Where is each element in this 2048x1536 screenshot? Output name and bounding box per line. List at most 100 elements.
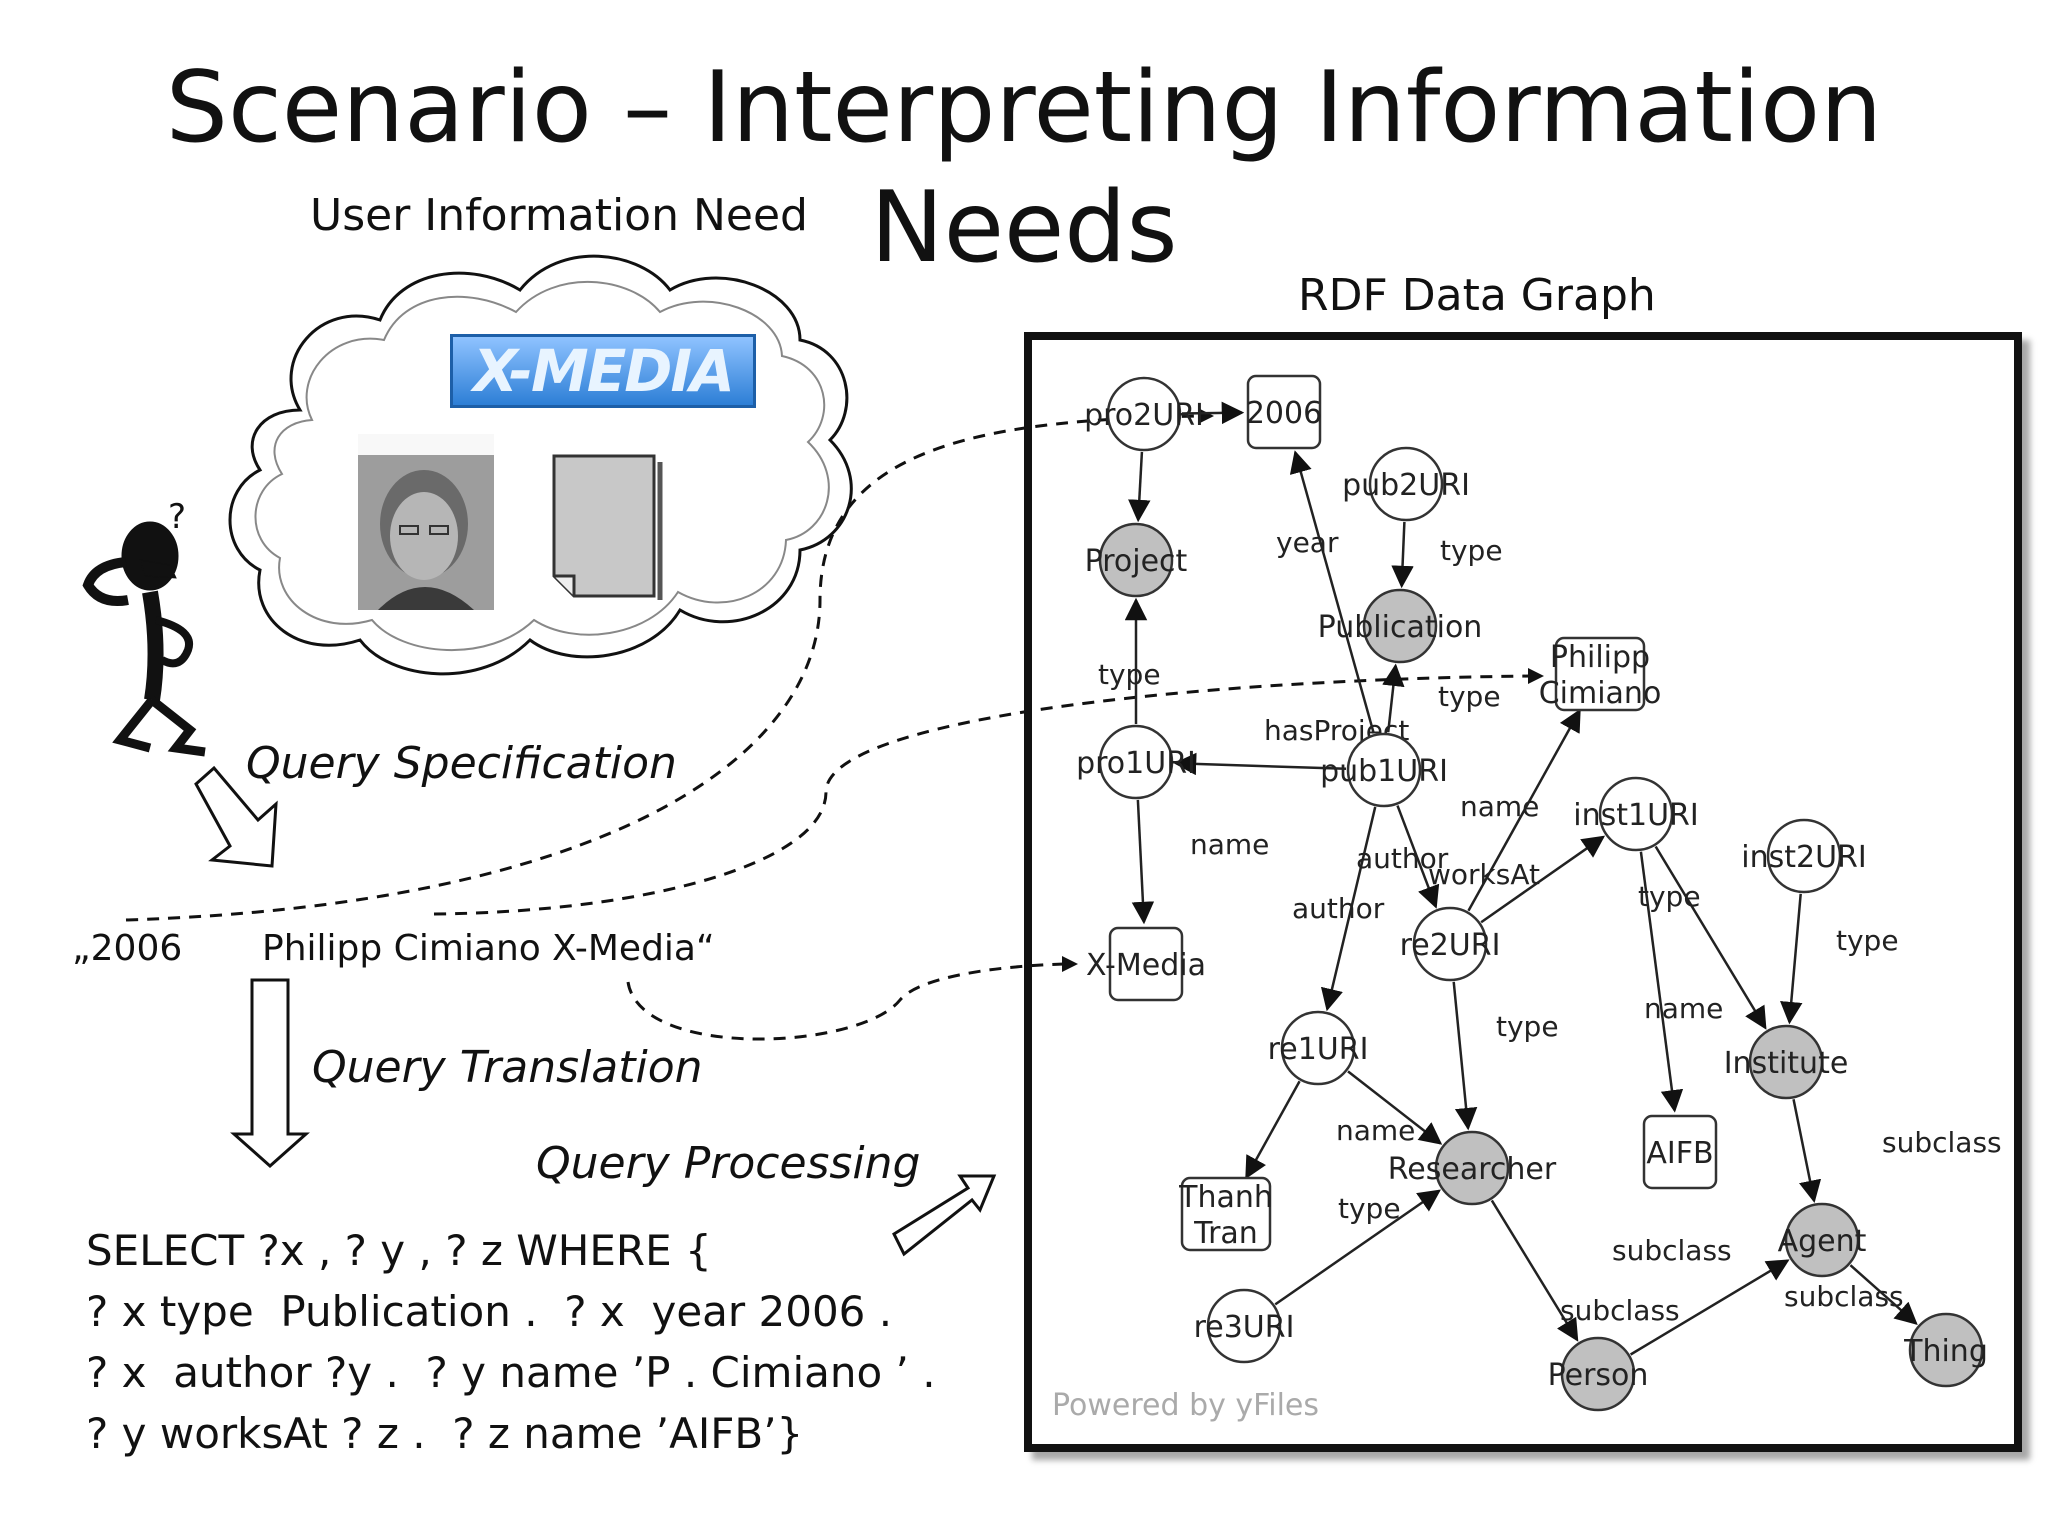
graph-node-pro2uri: pro2URI (1084, 376, 1204, 452)
graph-node-shape (1908, 1312, 1984, 1388)
graph-edge (1480, 835, 1606, 924)
graph-node-shape (1206, 1288, 1282, 1364)
graph-node-researcher: Researcher (1388, 1130, 1557, 1206)
graph-node-re3uri: re3URI (1194, 1288, 1294, 1364)
graph-edge (1849, 1264, 1918, 1325)
keyword-philipp-cimiano: Philipp Cimiano (262, 928, 541, 969)
graph-node-label: pub2URI (1342, 468, 1470, 503)
graph-node-shape (1180, 1176, 1272, 1252)
graph-edge (1629, 1259, 1790, 1356)
keyword-x-media: X-Media“ (552, 928, 715, 969)
graph-edge (1792, 1098, 1822, 1203)
person-photo (358, 434, 494, 610)
query-specification-arrow (194, 765, 278, 868)
keyword-mapping-lines (125, 414, 1531, 1041)
thinking-person-icon: ? (82, 497, 206, 757)
graph-edge-label: subclass (1882, 1126, 2002, 1159)
graph-edge-label: author (1356, 842, 1449, 875)
graph-node-institute: Institute (1724, 1024, 1849, 1100)
sparql-query: SELECT ?x , ? y , ? z WHERE { ? x type P… (86, 1220, 936, 1464)
graph-node-label: Philipp (1550, 640, 1650, 675)
graph-node-label: X-Media (1086, 948, 1206, 983)
graph-node-xmedia: X-Media (1086, 926, 1206, 1002)
rdf-graph-frame (1024, 332, 2022, 1452)
graph-node-pro1uri: pro1URI (1076, 724, 1196, 800)
graph-edge (1274, 1189, 1441, 1306)
graph-node-label: pro1URI (1076, 746, 1196, 781)
graph-node-publication: Publication (1318, 588, 1483, 664)
graph-node-label: Agent (1778, 1224, 1867, 1259)
graph-edge-label: name (1460, 790, 1539, 823)
graph-node-shape (1098, 522, 1174, 598)
query-translation-arrow (230, 978, 310, 1169)
graph-edge-label: year (1276, 526, 1339, 559)
graph-edge (1289, 450, 1375, 734)
graph-node-agent: Agent (1778, 1202, 1867, 1278)
graph-node-re1uri: re1URI (1268, 1010, 1369, 1086)
graph-edge-label: type (1836, 924, 1899, 957)
user-information-need-heading: User Information Need (310, 190, 808, 241)
graph-edge-label: type (1440, 534, 1503, 567)
graph-node-label: Person (1548, 1358, 1649, 1393)
graph-node-thing: Thing (1903, 1312, 1988, 1388)
graph-edge (1654, 845, 1767, 1030)
graph-node-shape (1748, 1024, 1824, 1100)
graph-edge-label: subclass (1560, 1294, 1680, 1327)
document-icon (552, 454, 663, 600)
sparql-line: ? y worksAt ? z . ? z name ’AIFB’} (86, 1409, 804, 1458)
graph-node-label: AIFB (1646, 1136, 1713, 1171)
graph-edge (1347, 1070, 1443, 1145)
graph-node-inst1uri: inst1URI (1573, 776, 1699, 852)
graph-node-shape (1554, 636, 1646, 712)
query-specification-label: Query Specification (246, 738, 677, 789)
graph-edge (1173, 752, 1347, 776)
graph-node-label: re2URI (1400, 928, 1501, 963)
graph-node-label: Researcher (1388, 1152, 1557, 1187)
graph-edge (1639, 851, 1684, 1113)
slide-title: Scenario – Interpreting Information Need… (165, 51, 1883, 285)
graph-edge-label: name (1190, 828, 1269, 861)
query-translation-label: Query Translation (312, 1042, 703, 1093)
x-media-logo: X-MEDIA (450, 334, 756, 408)
sparql-line: ? x author ?y . ? y name ’P . Cimiano ’ … (86, 1348, 936, 1397)
graph-node-2006: 2006 (1246, 374, 1322, 450)
graph-node-label: re1URI (1268, 1032, 1369, 1067)
graph-node-label: Project (1085, 544, 1188, 579)
graph-node-label: pro2URI (1084, 398, 1204, 433)
query-processing-label: Query Processing (536, 1138, 921, 1189)
graph-node-label: Institute (1724, 1046, 1849, 1081)
query-processing-arrow (892, 1174, 997, 1257)
graph-node-re2uri: re2URI (1400, 906, 1501, 982)
graph-node-shape (1246, 374, 1322, 450)
graph-node-shape (1412, 906, 1488, 982)
graph-edge (1320, 806, 1377, 1012)
graph-edge (1452, 981, 1478, 1131)
graph-edge-label: type (1438, 680, 1501, 713)
graph-edge-label: author (1292, 892, 1385, 925)
graph-node-person: Person (1548, 1336, 1649, 1412)
graph-node-label: inst2URI (1741, 840, 1866, 875)
graph-node-label: Publication (1318, 610, 1483, 645)
graph-edge (1245, 1080, 1301, 1180)
graph-node-shape (1098, 724, 1174, 800)
graph-node-aifb: AIFB (1642, 1114, 1718, 1190)
graph-node-label: Thanh (1178, 1180, 1273, 1215)
graph-edge (1131, 799, 1155, 925)
graph-edge-label: name (1336, 1114, 1415, 1147)
graph-node-shape (1766, 818, 1842, 894)
graph-edge (1382, 663, 1405, 733)
graph-node-label: Tran (1193, 1216, 1258, 1251)
rdf-data-graph-heading: RDF Data Graph (1298, 270, 1656, 321)
graph-node-label: Cimiano (1539, 676, 1662, 711)
graph-node-shape (1108, 926, 1184, 1002)
graph-edge (1128, 451, 1151, 523)
graph-node-shape (1642, 1114, 1718, 1190)
graph-edge-label: type (1338, 1192, 1401, 1225)
graph-edge-label: subclass (1784, 1280, 1904, 1313)
graph-node-shape (1346, 732, 1422, 808)
graph-node-shape (1106, 376, 1182, 452)
graph-edge (1490, 1199, 1579, 1342)
powered-by-label: Powered by yFiles (1052, 1388, 1319, 1423)
